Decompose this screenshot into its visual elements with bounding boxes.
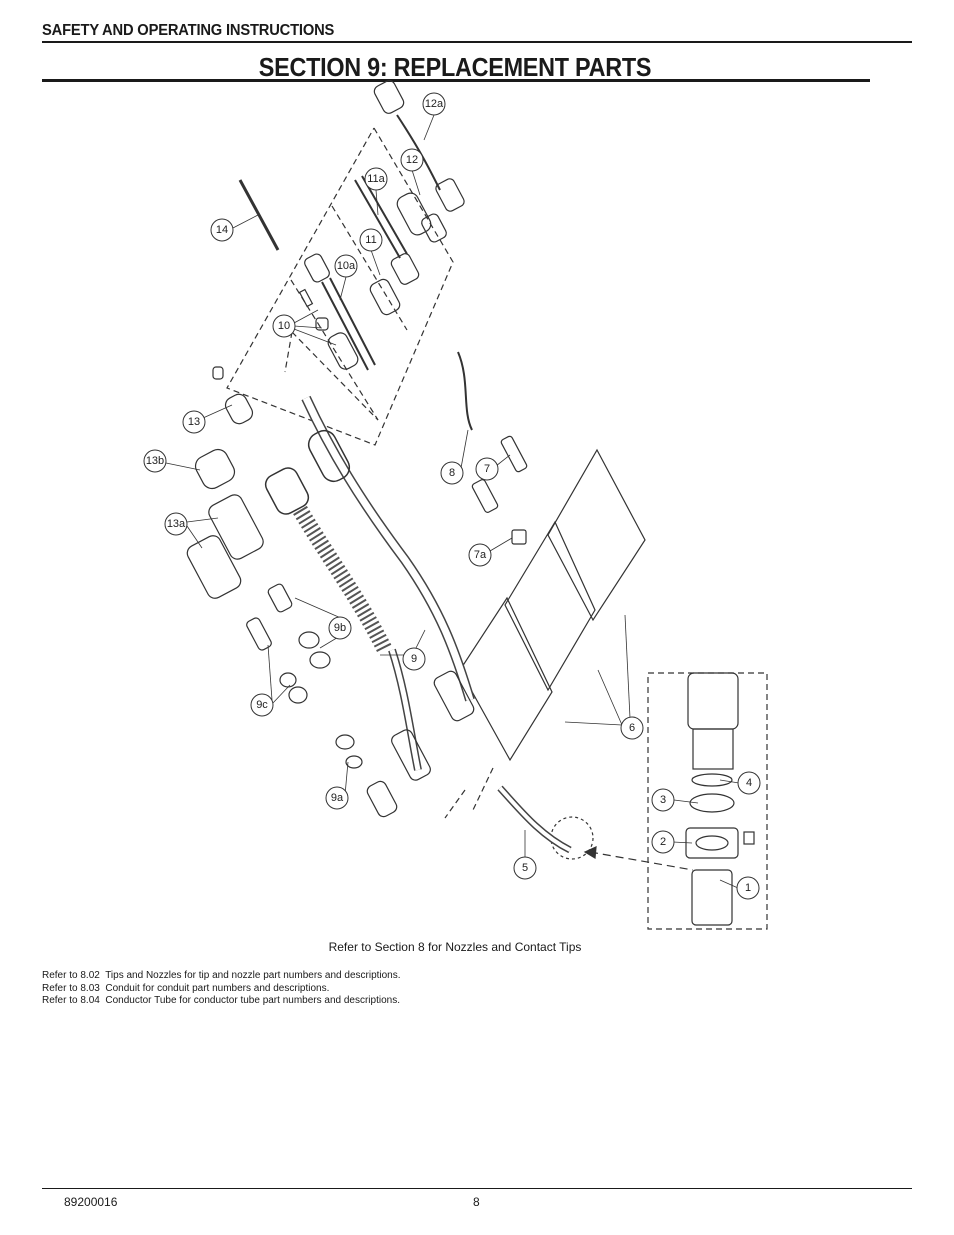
callout-9c: 9c (250, 693, 274, 717)
reference-note: Refer to 8.02 Tips and Nozzles for tip a… (42, 970, 401, 981)
callout-11: 11 (359, 228, 383, 252)
callout-12a: 12a (422, 92, 446, 116)
callout-7a: 7a (468, 543, 492, 567)
svg-text:11: 11 (365, 234, 376, 246)
svg-text:11a: 11a (367, 173, 385, 185)
page-number: 8 (473, 1195, 480, 1209)
callout-2: 2 (651, 830, 675, 854)
svg-text:13: 13 (188, 416, 200, 428)
svg-text:7a: 7a (474, 549, 487, 561)
svg-text:6: 6 (629, 722, 635, 734)
callout-3: 3 (651, 788, 675, 812)
part-14-rod (238, 179, 280, 251)
svg-text:9: 9 (411, 653, 417, 665)
callout-5: 5 (513, 856, 537, 880)
page-title: SECTION 9: REPLACEMENT PARTS (258, 52, 652, 82)
handle-panel-3 (459, 596, 553, 762)
dashed-region-nozzle (647, 672, 768, 930)
footer-rule (42, 1188, 912, 1189)
svg-text:10: 10 (278, 320, 290, 332)
svg-text:1: 1 (745, 882, 751, 894)
callout-13b: 13b (143, 449, 167, 473)
reference-note: Refer to 8.03 Conduit for conduit part n… (42, 982, 330, 994)
svg-text:12: 12 (406, 154, 418, 166)
reference-notes: Refer to 8.02 Tips and Nozzles for tip a… (42, 970, 401, 1008)
svg-text:12a: 12a (425, 98, 444, 110)
nozzles-reference-note: Refer to Section 8 for Nozzles and Conta… (328, 940, 582, 954)
callout-9: 9 (402, 647, 426, 671)
callout-9b: 9b (328, 616, 352, 640)
callout-13a: 13a (164, 512, 188, 536)
header-rule (42, 41, 912, 43)
svg-text:9c: 9c (256, 699, 268, 711)
callout-4: 4 (737, 771, 761, 795)
dashed-region-upper (226, 127, 454, 446)
section-header: SAFETY AND OPERATING INSTRUCTIONS (42, 22, 335, 39)
callout-6: 6 (620, 716, 644, 740)
document-number: 89200016 (64, 1195, 118, 1209)
svg-text:2: 2 (660, 836, 666, 848)
callout-9a: 9a (325, 786, 349, 810)
svg-text:10a: 10a (337, 260, 356, 272)
svg-text:9b: 9b (334, 622, 346, 634)
callout-14: 14 (210, 218, 234, 242)
callout-8: 8 (440, 461, 464, 485)
svg-text:8: 8 (449, 467, 455, 479)
callout-11a: 11a (364, 167, 388, 191)
callout-7: 7 (475, 457, 499, 481)
svg-text:13b: 13b (146, 455, 164, 467)
handle-panel-2 (504, 520, 596, 692)
svg-text:4: 4 (746, 777, 752, 789)
callout-10a: 10a (334, 254, 358, 278)
svg-text:5: 5 (522, 862, 528, 874)
callout-12: 12 (400, 148, 424, 172)
callout-10: 10 (272, 314, 296, 338)
svg-text:3: 3 (660, 794, 666, 806)
svg-text:7: 7 (484, 463, 490, 475)
svg-text:14: 14 (216, 224, 228, 236)
callout-1: 1 (736, 876, 760, 900)
handle-panel-1 (547, 448, 646, 622)
svg-text:9a: 9a (331, 792, 344, 804)
callout-13: 13 (182, 410, 206, 434)
svg-text:13a: 13a (167, 518, 186, 530)
reference-note: Refer to 8.04 Conductor Tube for conduct… (42, 995, 400, 1006)
title-rule (42, 79, 870, 82)
